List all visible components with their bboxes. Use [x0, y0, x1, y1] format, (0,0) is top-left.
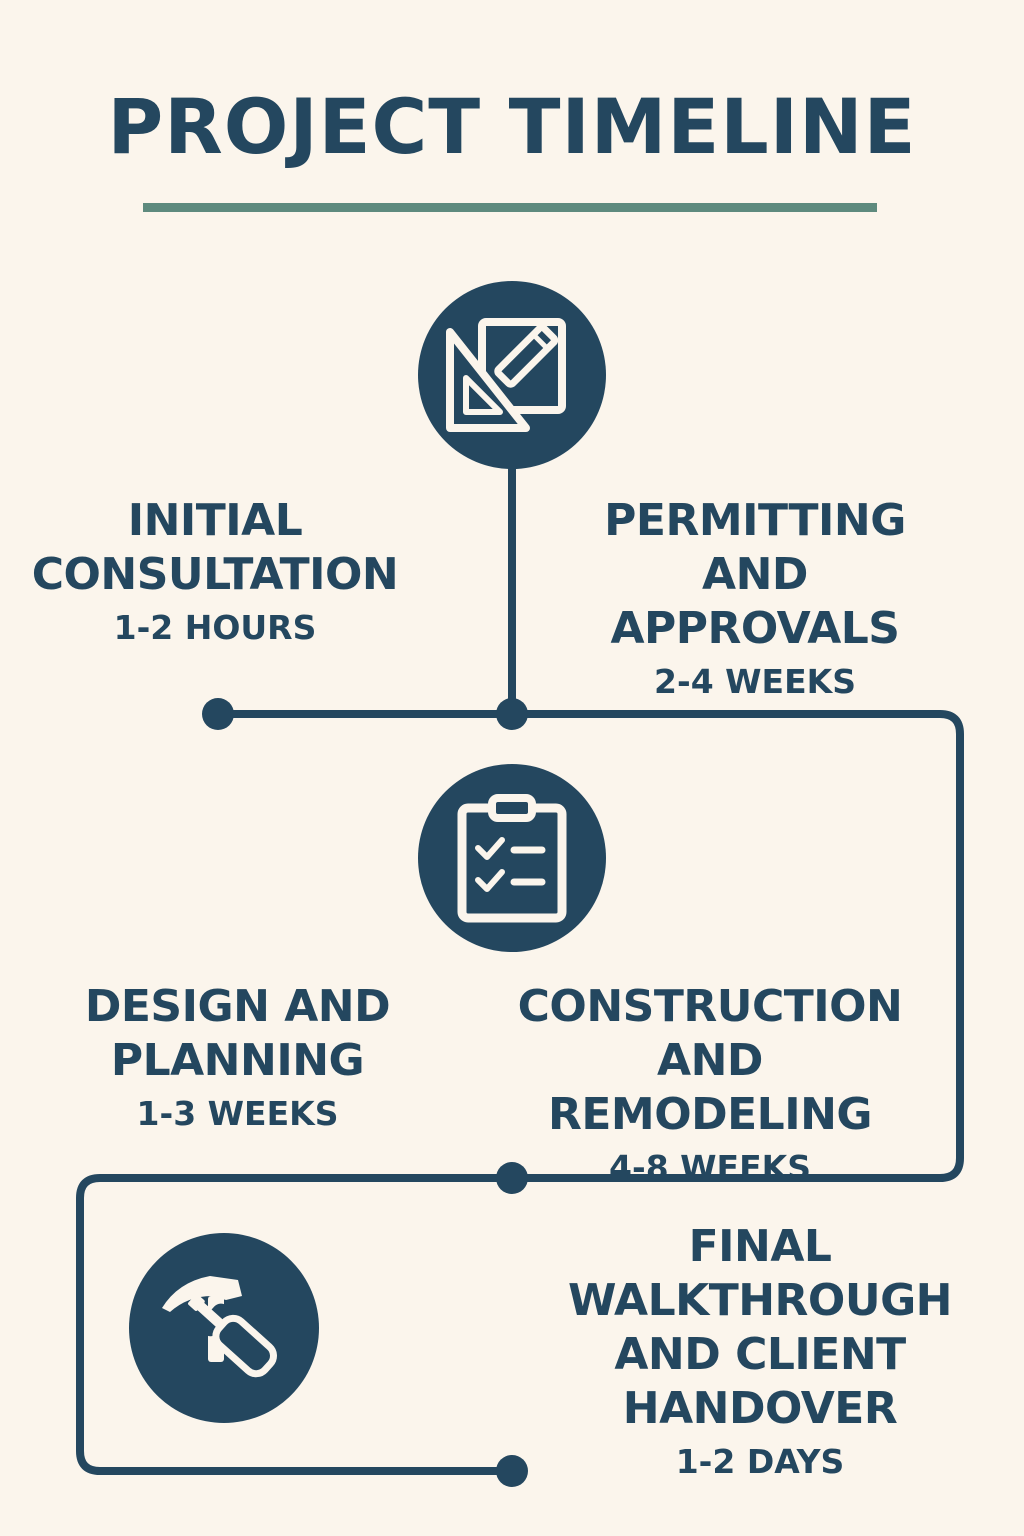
- step-name: INITIAL CONSULTATION: [31, 495, 399, 600]
- step-duration: 1-2 DAYS: [675, 1442, 845, 1481]
- timeline-node: [202, 698, 234, 730]
- hammer-screwdriver-icon: [129, 1233, 319, 1423]
- step-duration: 1-3 WEEKS: [136, 1094, 339, 1133]
- step-name: FINAL WALKTHROUGH AND CLIENT HANDOVER: [567, 1221, 953, 1434]
- step-permitting-approvals: PERMITTING AND APPROVALS 2-4 WEEKS: [555, 494, 955, 702]
- step-duration: 1-2 HOURS: [113, 608, 317, 647]
- step-name: PERMITTING AND APPROVALS: [604, 495, 906, 654]
- drafting-tools-icon: [418, 281, 606, 469]
- step-final-walkthrough: FINAL WALKTHROUGH AND CLIENT HANDOVER 1-…: [560, 1220, 960, 1482]
- step-construction-remodeling: CONSTRUCTION AND REMODELING 4-8 WEEKS: [495, 980, 925, 1188]
- title-divider: [143, 203, 877, 212]
- timeline-node: [496, 698, 528, 730]
- page-title: PROJECT TIMELINE: [107, 82, 917, 171]
- step-initial-consultation: INITIAL CONSULTATION 1-2 HOURS: [20, 494, 410, 648]
- step-duration: 4-8 WEEKS: [609, 1148, 811, 1187]
- timeline-node: [496, 1162, 528, 1194]
- clipboard-checklist-icon: [418, 764, 606, 952]
- step-name: DESIGN AND PLANNING: [84, 981, 391, 1086]
- step-name: CONSTRUCTION AND REMODELING: [517, 981, 903, 1140]
- step-duration: 2-4 WEEKS: [654, 662, 856, 701]
- timeline-node: [496, 1455, 528, 1487]
- step-design-planning: DESIGN AND PLANNING 1-3 WEEKS: [60, 980, 415, 1134]
